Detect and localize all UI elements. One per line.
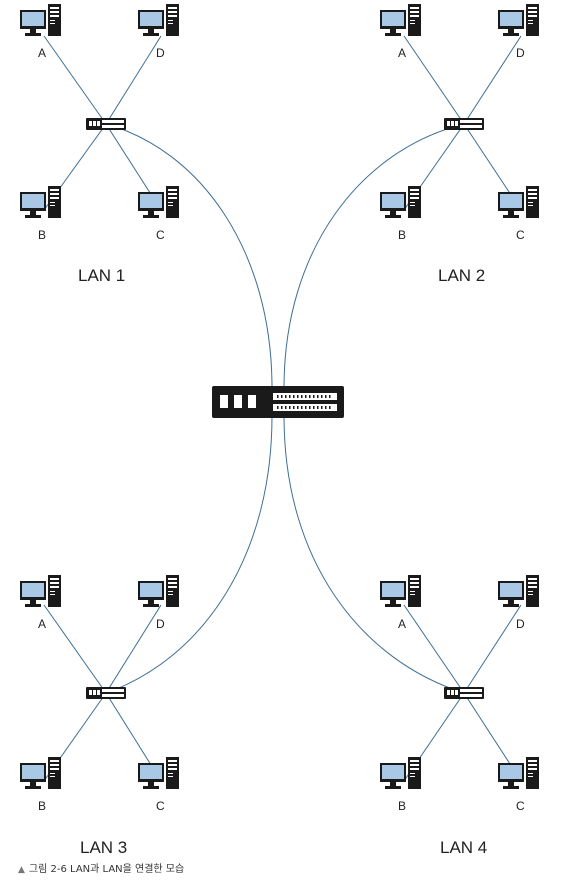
backbone-link-lan1 xyxy=(105,123,273,389)
pc-c-icon xyxy=(498,757,539,789)
pc-label-d: D xyxy=(156,46,165,60)
pc-b-icon xyxy=(20,186,61,218)
pc-b-icon xyxy=(380,186,421,218)
pc-b-icon xyxy=(380,757,421,789)
pc-d-icon xyxy=(138,575,179,607)
pc-d-icon xyxy=(498,4,539,36)
hub-icon xyxy=(444,687,484,699)
hub-icon xyxy=(86,687,126,699)
pc-label-b: B xyxy=(398,799,406,813)
lan-label: LAN 2 xyxy=(438,266,485,285)
pc-label-a: A xyxy=(38,617,46,631)
pc-a-icon xyxy=(380,4,421,36)
pc-label-b: B xyxy=(38,799,46,813)
lan-label: LAN 4 xyxy=(440,838,487,857)
pc-c-icon xyxy=(138,757,179,789)
hub-icon xyxy=(444,118,484,130)
pc-label-c: C xyxy=(156,228,165,242)
pc-a-icon xyxy=(20,4,61,36)
backbone-link-lan3 xyxy=(105,415,273,694)
pc-label-c: C xyxy=(516,799,525,813)
lan-2-group: A D B C LAN 2 xyxy=(380,4,539,285)
backbone-link-lan4 xyxy=(283,415,465,694)
pc-label-d: D xyxy=(156,617,165,631)
pc-label-a: A xyxy=(38,46,46,60)
pc-a-icon xyxy=(380,575,421,607)
pc-label-c: C xyxy=(156,799,165,813)
lan-1-group: A D B C LAN 1 xyxy=(20,4,179,285)
pc-label-c: C xyxy=(516,228,525,242)
pc-label-b: B xyxy=(38,228,46,242)
backbone-link-lan2 xyxy=(283,123,465,389)
pc-label-d: D xyxy=(516,617,525,631)
pc-label-b: B xyxy=(398,228,406,242)
caption-marker-icon: ▲ xyxy=(18,865,25,875)
lan-label: LAN 3 xyxy=(80,838,127,857)
central-switch-icon xyxy=(212,386,344,418)
pc-c-icon xyxy=(138,186,179,218)
pc-label-a: A xyxy=(398,617,406,631)
lan-3-group: A D B C LAN 3 xyxy=(20,575,179,857)
pc-label-d: D xyxy=(516,46,525,60)
pc-label-a: A xyxy=(398,46,406,60)
lan-label: LAN 1 xyxy=(78,266,125,285)
lan-4-group: A D B C LAN 4 xyxy=(380,575,539,857)
pc-c-icon xyxy=(498,186,539,218)
pc-b-icon xyxy=(20,757,61,789)
caption-text: 그림 2-6 LAN과 LAN을 연결한 모습 xyxy=(28,864,185,875)
pc-d-icon xyxy=(138,4,179,36)
pc-d-icon xyxy=(498,575,539,607)
hub-icon xyxy=(86,118,126,130)
figure-caption: ▲그림 2-6 LAN과 LAN을 연결한 모습 xyxy=(18,860,184,875)
pc-a-icon xyxy=(20,575,61,607)
